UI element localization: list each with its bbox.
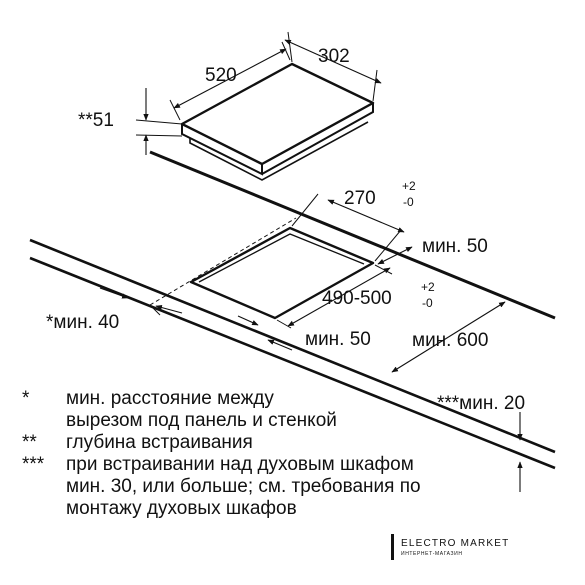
dim-right-clearance — [377, 246, 413, 265]
cutout-depth-tol-lower: -0 — [422, 296, 433, 310]
footnote-text: монтажу духовых шкафов — [66, 498, 297, 519]
dim-hob-depth — [169, 41, 291, 121]
cutout-width-label: 270 — [344, 188, 376, 209]
footnote-text: вырезом под панель и стенкой — [66, 410, 337, 431]
footnote-3-cont2: монтажу духовых шкафов — [0, 498, 585, 520]
footnote-3-cont: мин. 30, или больше; см. требования по — [0, 476, 585, 498]
countertop-front-top — [29, 238, 556, 454]
footnote-1: * мин. расстояние между — [0, 388, 585, 410]
front-clearance-label: мин. 50 — [305, 329, 371, 350]
countertop-rear-edge — [149, 150, 556, 320]
countertop-left-dashed — [149, 217, 297, 306]
right-clearance-label: мин. 50 — [422, 236, 488, 257]
dim-front-clearance — [237, 315, 293, 351]
footnote-text: мин. 30, или больше; см. требования по — [66, 476, 421, 497]
footnote-1-cont: вырезом под панель и стенкой — [0, 410, 585, 432]
cutout-depth-tol-upper: +2 — [421, 280, 435, 294]
cutout-depth-label: 490-500 — [322, 288, 392, 309]
cutout-width-tol-upper: +2 — [402, 179, 416, 193]
countertop-thickness-label: ***мин. 20 — [437, 393, 525, 414]
dim-cutout-depth — [276, 264, 393, 329]
footnote-text: мин. расстояние между — [66, 388, 274, 409]
footnote-mark: * — [22, 388, 30, 409]
dim-hob-width — [284, 31, 382, 102]
dim-countertop-depth — [391, 301, 506, 373]
dim-left-clearance — [99, 287, 183, 316]
hob-front-edge — [261, 103, 374, 175]
footnote-3: *** при встраивании над духовым шкафом — [0, 454, 585, 476]
hob-side-edge — [181, 124, 263, 176]
cutout-inner-edge — [198, 233, 365, 283]
footnote-mark: ** — [22, 432, 37, 453]
watermark-logo: ELECTRO MARKET ИНТЕРНЕТ-МАГАЗИН — [385, 528, 545, 568]
cutout-outline — [189, 226, 375, 320]
countertop-depth-label: мин. 600 — [412, 330, 488, 351]
footnote-text: глубина встраивания — [66, 432, 253, 453]
left-clearance-label: *мин. 40 — [46, 312, 119, 333]
hob-width-label: 302 — [318, 46, 350, 67]
hob-height-label: **51 — [78, 110, 114, 131]
footnote-text: при встраивании над духовым шкафом — [66, 454, 414, 475]
hob-body-under — [189, 121, 369, 181]
logo-bar-icon — [391, 534, 394, 560]
hob-depth-label: 520 — [205, 65, 237, 86]
cutout-width-tol-lower: -0 — [403, 195, 414, 209]
logo-subtitle: ИНТЕРНЕТ-МАГАЗИН — [401, 551, 463, 557]
footnote-mark: *** — [22, 454, 45, 475]
logo-name: ELECTRO MARKET — [401, 538, 510, 549]
countertop — [29, 150, 556, 470]
countertop-front-bottom — [29, 256, 556, 470]
cutout — [189, 226, 375, 320]
dim-hob-height — [135, 88, 183, 155]
footnote-2: ** глубина встраивания — [0, 432, 585, 454]
